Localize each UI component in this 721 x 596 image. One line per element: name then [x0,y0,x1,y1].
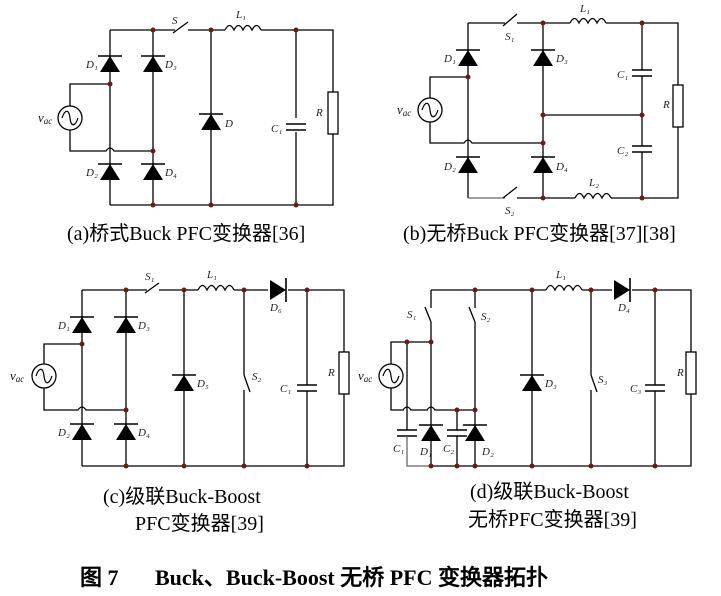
label-d1: D₁ [85,59,98,71]
diode-d3 [530,49,556,67]
switch-s2 [468,306,476,323]
label-r: R [315,107,323,119]
label-r: R [676,367,684,379]
label-r: R [662,99,670,111]
diode-d4 [530,156,556,174]
switch-s2 [502,186,518,199]
label-s2: S₂ [505,205,515,217]
label-d1: D₁ [419,446,432,458]
switch-s1 [424,306,432,323]
diode-d2 [455,156,481,174]
ac-source-icon [57,105,83,131]
label-s: S [172,15,178,27]
panel-b-circuit: D₁ D₃ D₂ D₄ S₁ S₂ L₁ L₂ C₁ C₂ R vac [397,3,684,217]
diode-d1 [418,424,444,442]
label-s1: S₁ [505,31,515,43]
figure-title: Buck、Buck-Boost 无桥 PFC 变换器拓扑 [155,565,548,590]
switch-s3 [590,374,598,393]
label-d1: D₁ [57,320,70,332]
diode-d3 [113,316,139,334]
diode-d4 [113,423,139,441]
label-c1: C₁ [271,123,282,135]
diode-d2 [69,423,95,441]
label-c2: C₂ [617,145,628,157]
resistor-r [338,351,350,395]
inductor-l2 [574,192,612,200]
panel-a-circuit: D₁ D₃ D₂ D₄ D S L₁ C₁ R vac [38,9,339,208]
label-vac: vac [10,368,24,384]
diode-d3 [140,55,166,73]
label-r: R [327,367,335,379]
diode-d3 [519,374,545,392]
label-c3: C₃ [630,383,641,395]
inductor-l1 [224,24,262,32]
diode-d2 [97,163,123,181]
diode-d1 [97,55,123,73]
label-d3: D₃ [544,378,557,390]
diode-d4 [613,277,631,303]
caption-d-line1: (d)级联Buck-Boost [470,480,629,503]
label-d5: D₅ [196,378,209,390]
label-d3: D₃ [555,53,568,65]
label-d6: D₆ [269,302,282,314]
label-d4: D₄ [164,167,177,179]
label-d3: D₃ [164,59,177,71]
caption-b: (b)无桥Buck PFC变换器[37][38] [403,222,676,245]
resistor-r [672,84,684,128]
inductor-l1 [197,284,235,292]
ac-source-icon [378,363,404,389]
ac-source-icon [417,97,443,123]
panel-d-circuit: S₁ S₂ S₃ L₁ D₄ D₃ D₁ D₂ C₁ C₂ C₃ R vac [358,269,697,469]
label-s2: S₂ [481,311,491,323]
label-c1: C₁ [280,383,291,395]
label-l1: L₁ [206,269,217,281]
diode-d4 [140,163,166,181]
diode-d2 [462,424,488,442]
diode-d1 [455,49,481,67]
label-s3: S₃ [598,374,608,386]
label-d2: D₂ [85,167,98,179]
caption-a: (a)桥式Buck PFC变换器[36] [67,222,305,245]
label-l1: L₁ [579,3,590,15]
resistor-r [327,91,339,135]
label-l2: L₂ [588,177,599,189]
switch-s2 [243,374,251,393]
inductor-l1 [545,284,583,292]
label-d1: D₁ [443,53,456,65]
label-s1: S₁ [407,309,417,321]
label-d4: D₄ [617,302,630,314]
label-d4: D₄ [555,161,568,173]
label-c1: C₁ [617,69,628,81]
diode-d5 [171,374,197,392]
ac-source-icon [31,363,57,389]
label-vac: vac [38,110,52,126]
diode-d6 [269,277,287,303]
label-s1: S₁ [145,271,155,283]
label-vac: vac [358,368,372,384]
label-s2: S₂ [252,371,262,383]
switch-s [172,21,189,34]
label-d2: D₂ [57,427,70,439]
label-c1: C₁ [393,443,404,455]
label-d4: D₄ [137,427,150,439]
diode-d [198,113,224,131]
label-vac: vac [397,102,411,118]
switch-s1 [502,13,518,27]
inductor-l1 [569,17,607,25]
label-d2: D₂ [443,161,456,173]
switch-s1 [144,282,160,294]
label-l1: L₁ [555,269,566,281]
caption-c-line2: PFC变换器[39] [135,512,264,535]
label-l1: L₁ [235,9,246,21]
resistor-r [685,351,697,395]
label-c2: C₂ [443,443,454,455]
caption-c-line1: (c)级联Buck-Boost [103,485,261,508]
panel-c-circuit: D₁ D₃ D₂ D₄ D₅ D₆ S₁ S₂ L₁ C₁ R vac [10,269,350,469]
figure-number: 图 7 [80,565,119,590]
label-d: D [224,118,233,130]
label-d3: D₃ [137,320,150,332]
caption-d-line2: 无桥PFC变换器[39] [468,508,637,531]
diode-d1 [69,316,95,334]
label-d2: D₂ [481,446,494,458]
